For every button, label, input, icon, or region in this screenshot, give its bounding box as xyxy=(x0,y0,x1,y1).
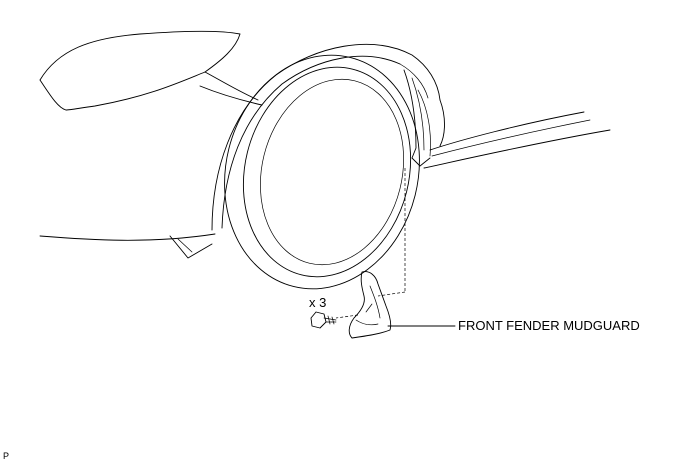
part-label: FRONT FENDER MUDGUARD xyxy=(458,318,640,333)
quantity-label: x 3 xyxy=(309,295,327,310)
mudguard-part xyxy=(348,271,392,339)
rocker-panel xyxy=(423,99,611,169)
screw-icon xyxy=(310,311,337,329)
tire xyxy=(224,54,420,290)
car-body-outline xyxy=(39,30,263,259)
wheel-arch xyxy=(211,44,441,231)
fender-liner xyxy=(403,69,431,167)
reference-code: P xyxy=(3,451,10,461)
